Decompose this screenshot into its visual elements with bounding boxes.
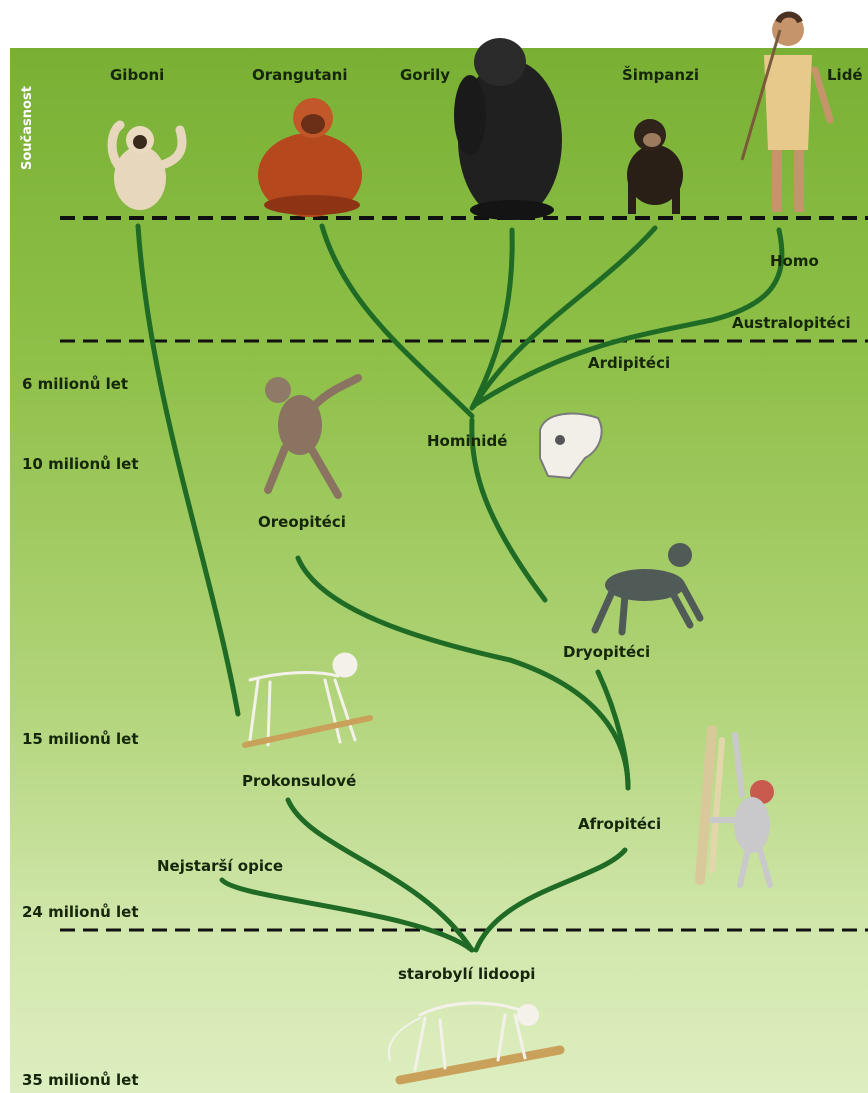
gorilla-figure: [454, 38, 562, 220]
human-figure: [742, 14, 830, 212]
node-label-australopithecines: Australopitéci: [732, 314, 851, 332]
node-label-homo: Homo: [770, 252, 819, 270]
node-label-afropithecines: Afropitéci: [578, 815, 661, 833]
time-label-15: 15 milionů let: [22, 730, 139, 748]
node-label-hominids: Hominidé: [427, 432, 507, 450]
branch-gibbons: [138, 226, 238, 714]
branch-afropith: [476, 850, 625, 950]
node-label-ancient-apes: starobylí lidoopi: [398, 965, 535, 983]
branch-chimps: [474, 228, 655, 406]
time-label-35: 35 milionů let: [22, 1071, 139, 1089]
node-label-proconsulids: Prokonsulové: [242, 772, 356, 790]
species-label-gorillas: Gorily: [400, 66, 450, 84]
species-label-humans: Lidé: [827, 66, 863, 84]
present-label: Současnost: [20, 86, 35, 170]
oreopithecus-figure: [265, 377, 358, 495]
time-label-6: 6 milionů let: [22, 375, 128, 393]
branch-oldest-monkeys: [222, 880, 472, 950]
time-label-10: 10 milionů let: [22, 455, 139, 473]
orangutan-figure: [258, 98, 362, 217]
node-label-ardipithecines: Ardipitéci: [588, 354, 670, 372]
node-label-oreopithecines: Oreopitéci: [258, 513, 346, 531]
species-label-gibbons: Giboni: [110, 66, 164, 84]
skull-figure: [540, 414, 602, 478]
afropithecus-figure: [700, 730, 774, 885]
species-label-chimpanzees: Šimpanzi: [622, 66, 699, 84]
chimpanzee-figure: [627, 119, 683, 214]
node-label-oldest-monkeys: Nejstarší opice: [157, 857, 283, 875]
branch-prokonsul: [288, 800, 472, 950]
proconsul-skeleton-figure: [245, 654, 370, 745]
time-label-24: 24 milionů let: [22, 903, 139, 921]
gibbon-figure: [112, 125, 182, 210]
node-label-dryopithecines: Dryopitéci: [563, 643, 650, 661]
species-label-orangutans: Orangutani: [252, 66, 347, 84]
dryopithecus-figure: [595, 543, 700, 632]
ancient-ape-skeleton-figure: [389, 1003, 560, 1080]
